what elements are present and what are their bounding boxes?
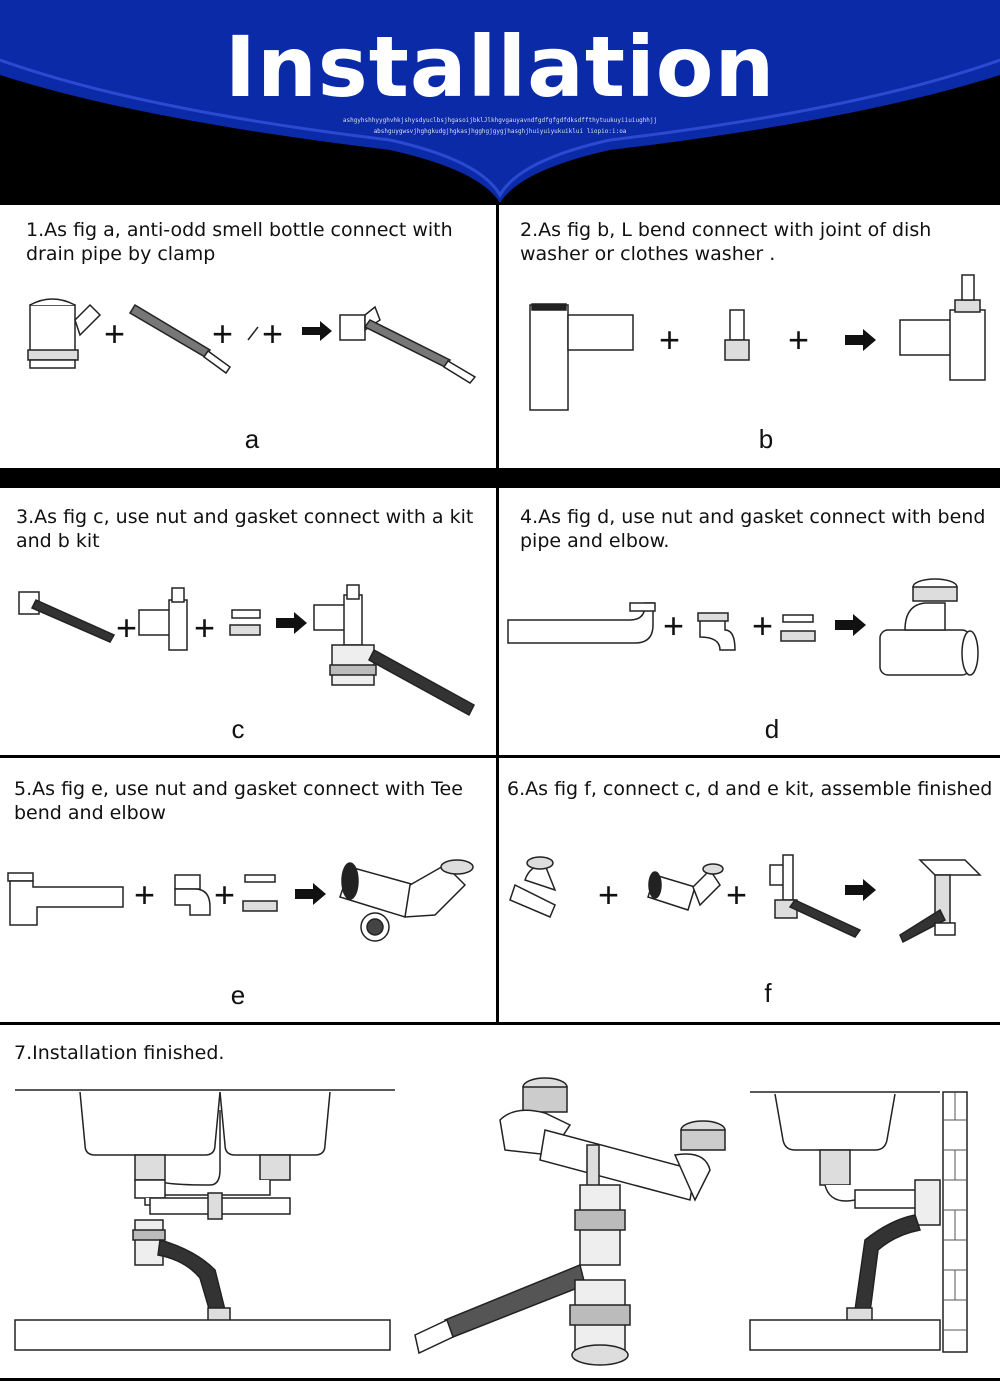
plus-icon: + — [598, 874, 620, 915]
subtitle-line-2: abshguygwsvjhghgkudgjhgkasjhgghgjgygjhas… — [373, 128, 627, 135]
plus-icon: + — [214, 874, 236, 915]
figure-d-illustration — [507, 578, 979, 676]
column-divider — [496, 205, 499, 1025]
plus-icon: + — [212, 313, 234, 354]
banner-shape — [0, 0, 1000, 203]
double-sink-illustration — [14, 1089, 395, 1351]
fig-label-c: c — [231, 714, 245, 744]
figure-a-illustration — [27, 298, 477, 384]
step-5-text: 5.As fig e, use nut and gasket connect w… — [14, 778, 463, 824]
step-7-text: 7.Installation finished. — [14, 1042, 225, 1064]
figure-b-illustration — [529, 274, 986, 411]
page-title: Installation — [224, 18, 776, 116]
fig-label-d: d — [764, 714, 780, 744]
plus-icon: + — [116, 607, 138, 648]
step-1-text: 1.As fig a, anti-odd smell bottle connec… — [26, 219, 453, 265]
header-banner: Installation ashgyhshhyyghvhkjshysdyuclb… — [0, 0, 1000, 205]
figure-c-illustration — [18, 584, 475, 717]
plus-icon: + — [104, 313, 126, 354]
plus-icon: + — [659, 319, 681, 360]
plus-icon: + — [194, 607, 216, 648]
plus-icon: + — [134, 874, 156, 915]
section-divider — [0, 468, 1000, 488]
fig-label-b: b — [758, 424, 774, 454]
fig-label-f: f — [764, 978, 772, 1008]
subtitle-line-1: ashgyhshhyyghvhkjshysdyuclbsjhgasoijbklJ… — [342, 117, 658, 124]
row-divider — [0, 755, 1000, 758]
step-4-text: 4.As fig d, use nut and gasket connect w… — [520, 506, 986, 552]
plus-icon: + — [788, 319, 810, 360]
plus-icon: + — [663, 605, 685, 646]
side-view-sink-illustration — [749, 1091, 968, 1353]
fig-label-a: a — [244, 424, 260, 454]
arrow-icon — [845, 329, 876, 351]
arrow-icon — [295, 883, 326, 905]
arrow-icon — [845, 879, 876, 901]
plus-icon: + — [752, 605, 774, 646]
step-2-text: 2.As fig b, L bend connect with joint of… — [520, 219, 932, 265]
assembled-kit-illustration — [414, 1077, 726, 1366]
arrow-icon — [835, 614, 866, 636]
fig-label-e: e — [230, 980, 246, 1010]
plus-icon: + — [262, 313, 284, 354]
figure-e-illustration — [7, 859, 474, 942]
bottom-border — [0, 1378, 1000, 1381]
step-6-text: 6.As fig f, connect c, d and e kit, asse… — [507, 778, 993, 800]
row-divider — [0, 1022, 1000, 1025]
plus-icon: + — [726, 874, 748, 915]
arrow-icon — [302, 321, 332, 341]
arrow-icon — [276, 612, 307, 634]
step-3-text: 3.As fig c, use nut and gasket connect w… — [16, 506, 474, 552]
figure-f-illustration — [509, 854, 982, 944]
